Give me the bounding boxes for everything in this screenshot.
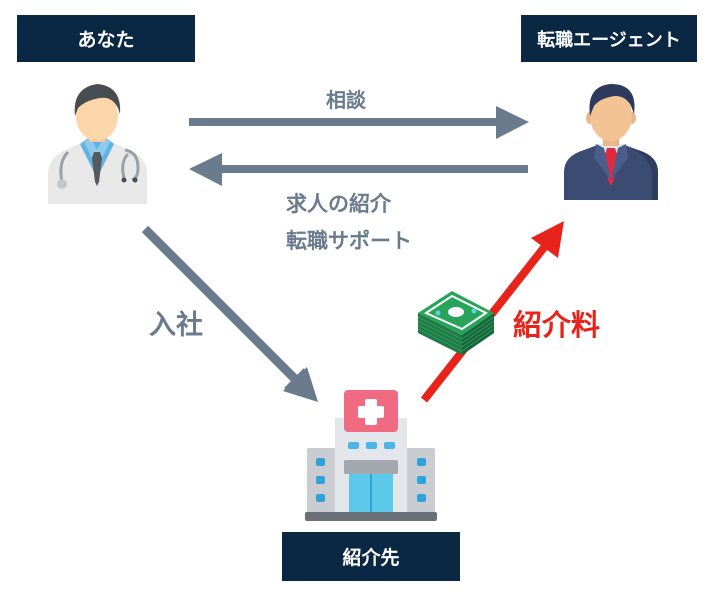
arrow-consult [189,106,529,139]
edge-label-career-support: 転職サポート [286,229,412,253]
node-label-you: あなた [17,15,195,62]
money-stack-icon [417,291,495,355]
edge-label-job-intro: 求人の紹介 [286,192,391,216]
arrow-join [141,225,318,402]
arrow-support [189,153,528,186]
node-label-agent: 転職エージェント [521,15,697,62]
hospital-icon [305,390,437,521]
edge-label-fee: 紹介料 [513,308,601,342]
businessman-icon [564,84,658,200]
edge-label-consult: 相談 [326,88,366,112]
doctor-icon [48,84,147,204]
node-label-employer: 紹介先 [282,532,460,581]
edge-label-join: 入社 [149,310,203,341]
